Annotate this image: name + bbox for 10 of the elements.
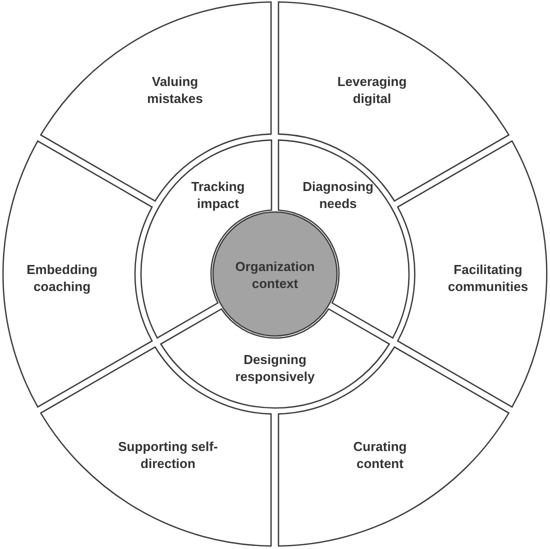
segment-label: Valuing mistakes — [146, 73, 204, 107]
segment-label: Leveraging digital — [336, 73, 408, 107]
segment-label: Embedding coaching — [26, 261, 98, 295]
segment-label: Diagnosing needs — [302, 178, 374, 212]
segment-label: Tracking impact — [190, 178, 246, 212]
segment-label: Organization context — [234, 258, 316, 292]
segment-label: Curating content — [352, 438, 408, 472]
segment-label: Supporting self-direction — [117, 438, 219, 472]
segment-label: Designing responsively — [234, 351, 316, 385]
segment-label: Facilitating communities — [446, 261, 530, 295]
